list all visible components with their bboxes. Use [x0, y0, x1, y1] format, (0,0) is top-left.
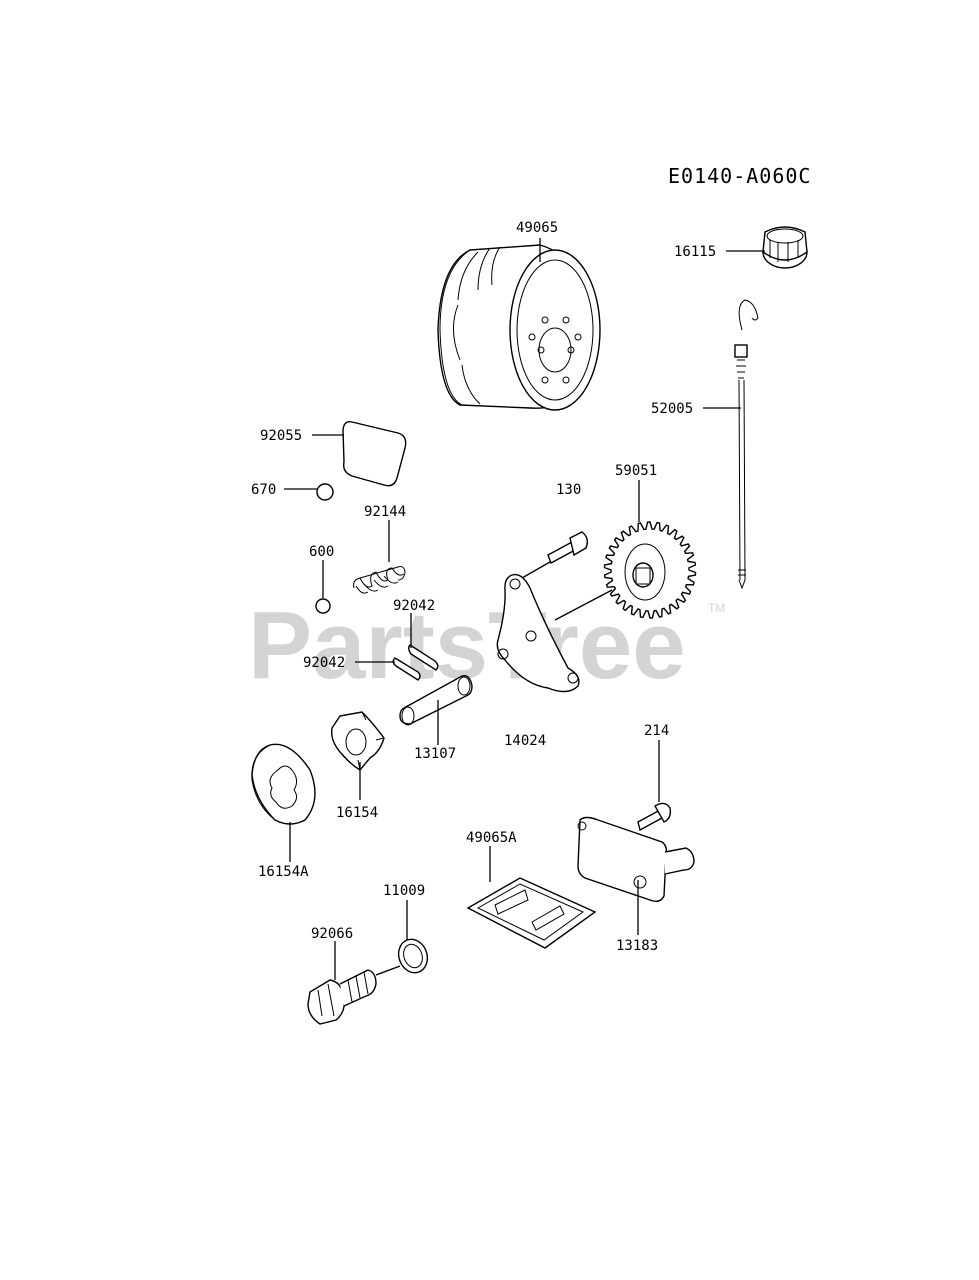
diagram-code: E0140-A060C — [668, 164, 811, 188]
label-59051: 59051 — [615, 463, 657, 479]
label-13107: 13107 — [414, 746, 456, 762]
label-92055: 92055 — [260, 428, 302, 444]
bolt-130-part[interactable] — [547, 531, 589, 564]
pump-shaft-part[interactable] — [399, 675, 473, 726]
oil-filter-part[interactable] — [437, 244, 601, 411]
label-13183: 13183 — [616, 938, 658, 954]
pump-cover-part[interactable] — [496, 573, 580, 693]
label-14024: 14024 — [504, 733, 546, 749]
label-52005: 52005 — [651, 401, 693, 417]
label-670: 670 — [251, 482, 276, 498]
label-16154: 16154 — [336, 805, 378, 821]
label-600: 600 — [309, 544, 334, 560]
drain-plug-part[interactable] — [307, 969, 377, 1025]
o-ring-11009-part[interactable] — [394, 935, 432, 977]
oil-strainer-part[interactable] — [466, 877, 597, 949]
label-92066: 92066 — [311, 926, 353, 942]
label-16154A: 16154A — [258, 864, 309, 880]
label-92042-upper: 92042 — [393, 598, 435, 614]
oil-cap-part[interactable] — [762, 226, 808, 269]
pin-92042-lower-part[interactable] — [392, 657, 421, 681]
watermark-tm: TM — [708, 601, 725, 615]
label-16115: 16115 — [674, 244, 716, 260]
inner-rotor-part[interactable] — [330, 711, 385, 771]
gasket-part[interactable] — [342, 420, 407, 487]
dipstick-part[interactable] — [734, 299, 759, 590]
plate-13183-part[interactable] — [577, 816, 695, 903]
o-ring-670-part[interactable] — [316, 483, 334, 501]
label-11009: 11009 — [383, 883, 425, 899]
ball-600-part[interactable] — [315, 598, 331, 614]
gear-part[interactable] — [603, 521, 697, 619]
spring-part[interactable] — [353, 566, 406, 594]
pin-92042-upper-part[interactable] — [408, 644, 439, 671]
label-49065A: 49065A — [466, 830, 517, 846]
label-130: 130 — [556, 482, 581, 498]
label-49065: 49065 — [516, 220, 558, 236]
bolt-214-part[interactable] — [637, 802, 672, 832]
label-214: 214 — [644, 723, 669, 739]
outer-rotor-part[interactable] — [251, 743, 316, 825]
label-92144: 92144 — [364, 504, 406, 520]
label-92042-lower: 92042 — [303, 655, 345, 671]
